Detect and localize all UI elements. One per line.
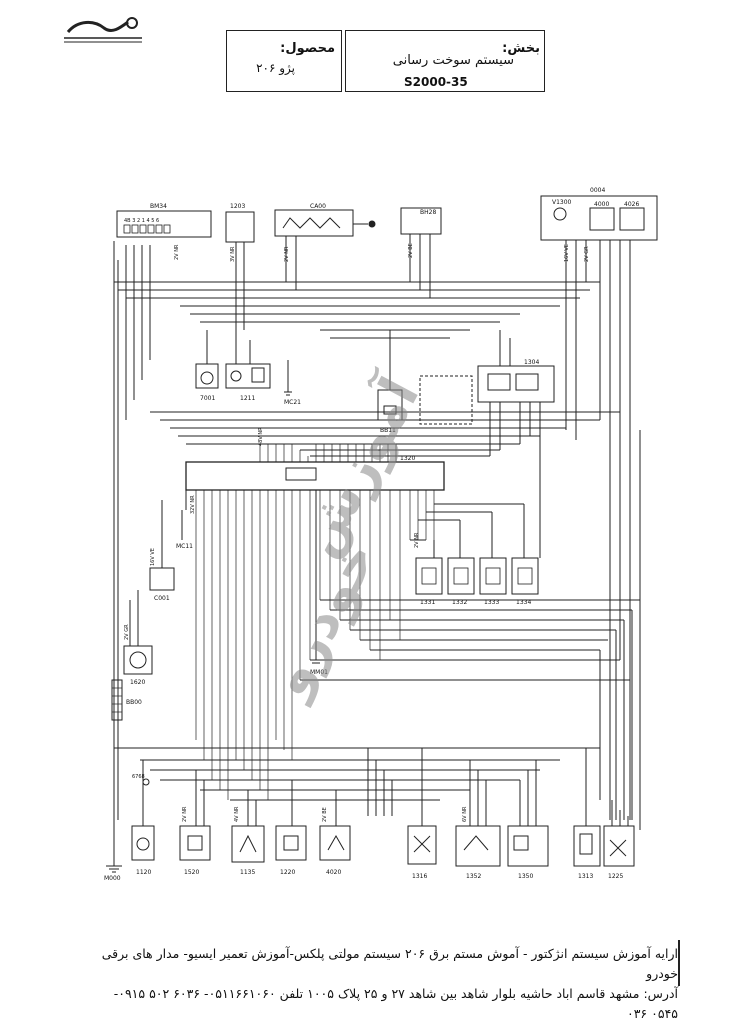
- label-4020: 4020: [326, 869, 341, 876]
- connector-ca00-box: [274, 209, 354, 237]
- component-1520-box: [179, 825, 211, 861]
- label-2v-be-4020: 2V BE: [322, 807, 328, 822]
- injector-1333-box: [479, 557, 507, 595]
- label-2v-nr-1520: 2V NR: [182, 806, 188, 822]
- label-2v-nr-a: 2V NR: [174, 244, 180, 260]
- label-1352: 1352: [466, 873, 481, 880]
- label-6v-nr: 6V NR: [462, 806, 468, 822]
- label-mm01: MM01: [310, 669, 328, 676]
- label-1332: 1332: [452, 599, 467, 606]
- label-2v-nr-b: 2V NR: [284, 246, 290, 262]
- label-m000: M000: [104, 875, 121, 882]
- label-1120: 1120: [136, 869, 151, 876]
- gauge-4000-box: [589, 207, 615, 231]
- injector-1331-box: [415, 557, 443, 595]
- component-1120-box: [131, 825, 155, 861]
- label-1320: 1320: [400, 455, 415, 462]
- product-label: محصول:: [280, 41, 335, 56]
- label-2v-nr-inj: 2V NR: [414, 532, 420, 548]
- component-1220-box: [275, 825, 307, 861]
- label-4000: 4000: [594, 201, 609, 208]
- ecu-1320-box: [185, 461, 445, 491]
- component-1211-box: [225, 363, 271, 389]
- label-6768: 6768: [132, 774, 145, 780]
- label-bb00: BB00: [126, 699, 142, 706]
- label-bb11: BB11: [380, 427, 396, 434]
- product-value: پژو ۲۰۶: [256, 61, 295, 75]
- injector-1332-box: [447, 557, 475, 595]
- label-1620: 1620: [130, 679, 145, 686]
- label-bm34-pins: 4B 3 2 1 4 5 6: [124, 218, 159, 224]
- connector-1203-box: [225, 211, 255, 243]
- gauge-4026-box: [619, 207, 645, 231]
- label-1313: 1313: [578, 873, 593, 880]
- label-1334: 1334: [516, 599, 531, 606]
- product-box: محصول: پژو ۲۰۶: [226, 30, 342, 92]
- footer-line-2: آدرس: مشهد قاسم اباد حاشیه بلوار شاهد بی…: [113, 986, 678, 1021]
- component-4020-box: [319, 825, 351, 861]
- label-1350: 1350: [518, 873, 533, 880]
- label-1316: 1316: [412, 873, 427, 880]
- section-label: بخش:: [502, 41, 540, 56]
- section-value: سیستم سوخت رسانی: [392, 53, 514, 68]
- label-2v-gr: 2V GR: [584, 246, 590, 262]
- label-1333: 1333: [484, 599, 499, 606]
- label-32v-nr: 32V NR: [190, 495, 196, 514]
- label-1331: 1331: [420, 599, 435, 606]
- label-0004: 0004: [590, 187, 605, 194]
- label-16v-ve: 16V VE: [564, 244, 570, 262]
- connector-bm34-box: [116, 210, 212, 238]
- component-1225-box: [603, 825, 635, 867]
- fuse-bb00-box: [111, 679, 123, 721]
- relay-1304-box: [477, 365, 555, 403]
- company-logo: [58, 14, 146, 48]
- component-1135-box: [231, 825, 265, 863]
- label-3v-nr: 3V NR: [230, 246, 236, 262]
- label-1225: 1225: [608, 873, 623, 880]
- label-2v-gr-1620: 2V GR: [124, 624, 130, 640]
- connector-bh28-box: [400, 207, 442, 235]
- component-1313-box: [573, 825, 601, 867]
- footer-line-1: ارایه آموزش سیستم انژکتور - آموش مستم بر…: [101, 946, 678, 981]
- label-16v-ve-c001: 16V VE: [150, 548, 156, 566]
- component-1620-box: [123, 645, 153, 675]
- label-v1300: V1300: [552, 199, 572, 206]
- diagram-code: S2000-35: [404, 75, 468, 89]
- component-1352-box: [455, 825, 501, 867]
- label-1211: 1211: [240, 395, 255, 402]
- label-mc11: MC11: [176, 543, 193, 550]
- connector-c001-box: [149, 567, 175, 591]
- section-box: بخش: سیستم سوخت رسانی S2000-35: [345, 30, 545, 92]
- label-4v-nr: 4V NR: [234, 806, 240, 822]
- label-1520: 1520: [184, 869, 199, 876]
- component-1316-box: [407, 825, 437, 865]
- label-1203: 1203: [230, 203, 245, 210]
- footer-divider: [678, 940, 680, 986]
- label-7001: 7001: [200, 395, 215, 402]
- label-ca00: CA00: [310, 203, 326, 210]
- label-48v-nr: 48V NR: [258, 427, 264, 446]
- label-bm34: BM34: [150, 203, 167, 210]
- label-4026: 4026: [624, 201, 639, 208]
- label-c001: C001: [154, 595, 170, 602]
- label-2v-be: 2V BE: [408, 243, 414, 258]
- label-mc21: MC21: [284, 399, 301, 406]
- injector-1334-box: [511, 557, 539, 595]
- footer: ارایه آموزش سیستم انژکتور - آموش مستم بر…: [86, 944, 678, 1024]
- connector-0004-box: [540, 195, 658, 241]
- label-bh28: BH28: [420, 209, 436, 216]
- label-1304: 1304: [524, 359, 539, 366]
- label-1220: 1220: [280, 869, 295, 876]
- label-1135: 1135: [240, 869, 255, 876]
